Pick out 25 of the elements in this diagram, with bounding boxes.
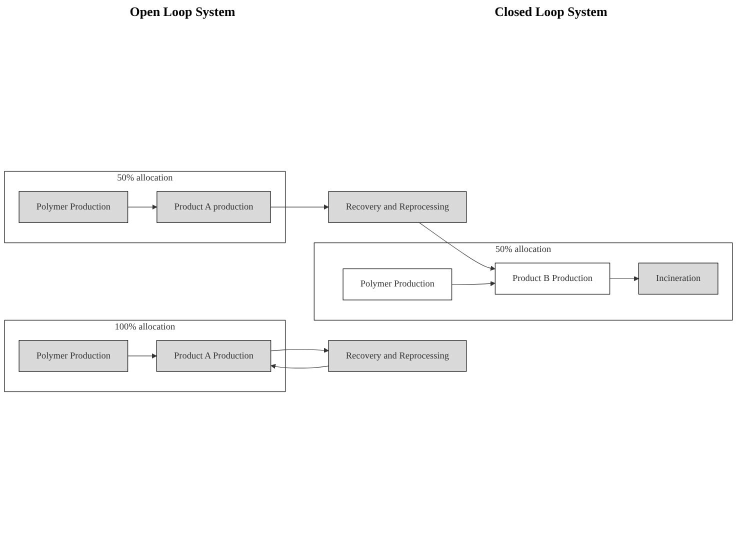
node-box: Polymer Production	[342, 268, 452, 300]
arrow	[128, 204, 158, 210]
node-box: Incineration	[638, 262, 718, 294]
cluster	[4, 170, 286, 244]
node-box: Recovery and Reprocessing	[328, 340, 467, 372]
section-heading: Open Loop System	[130, 4, 236, 20]
arrow	[270, 364, 329, 369]
cluster	[314, 242, 733, 320]
node-box: Polymer Production	[18, 340, 128, 372]
cluster	[4, 320, 286, 392]
arrow	[270, 348, 329, 353]
arrow	[128, 353, 157, 358]
section-heading: Closed Loop System	[494, 4, 608, 20]
arrow	[610, 276, 639, 282]
node-box: Product B Production	[494, 262, 610, 294]
node-label: 50% allocation	[495, 244, 552, 254]
arrow	[418, 222, 496, 271]
node-box: Product A production	[156, 191, 271, 223]
node-box: Recovery and Reprocessing	[328, 191, 467, 223]
node-label: 50% allocation	[117, 172, 173, 183]
node-box: Polymer Production	[18, 191, 128, 223]
node-box: Product A Production	[156, 340, 272, 372]
node-label: 100% allocation	[114, 322, 176, 332]
arrow	[452, 281, 496, 286]
arrow	[270, 204, 329, 210]
